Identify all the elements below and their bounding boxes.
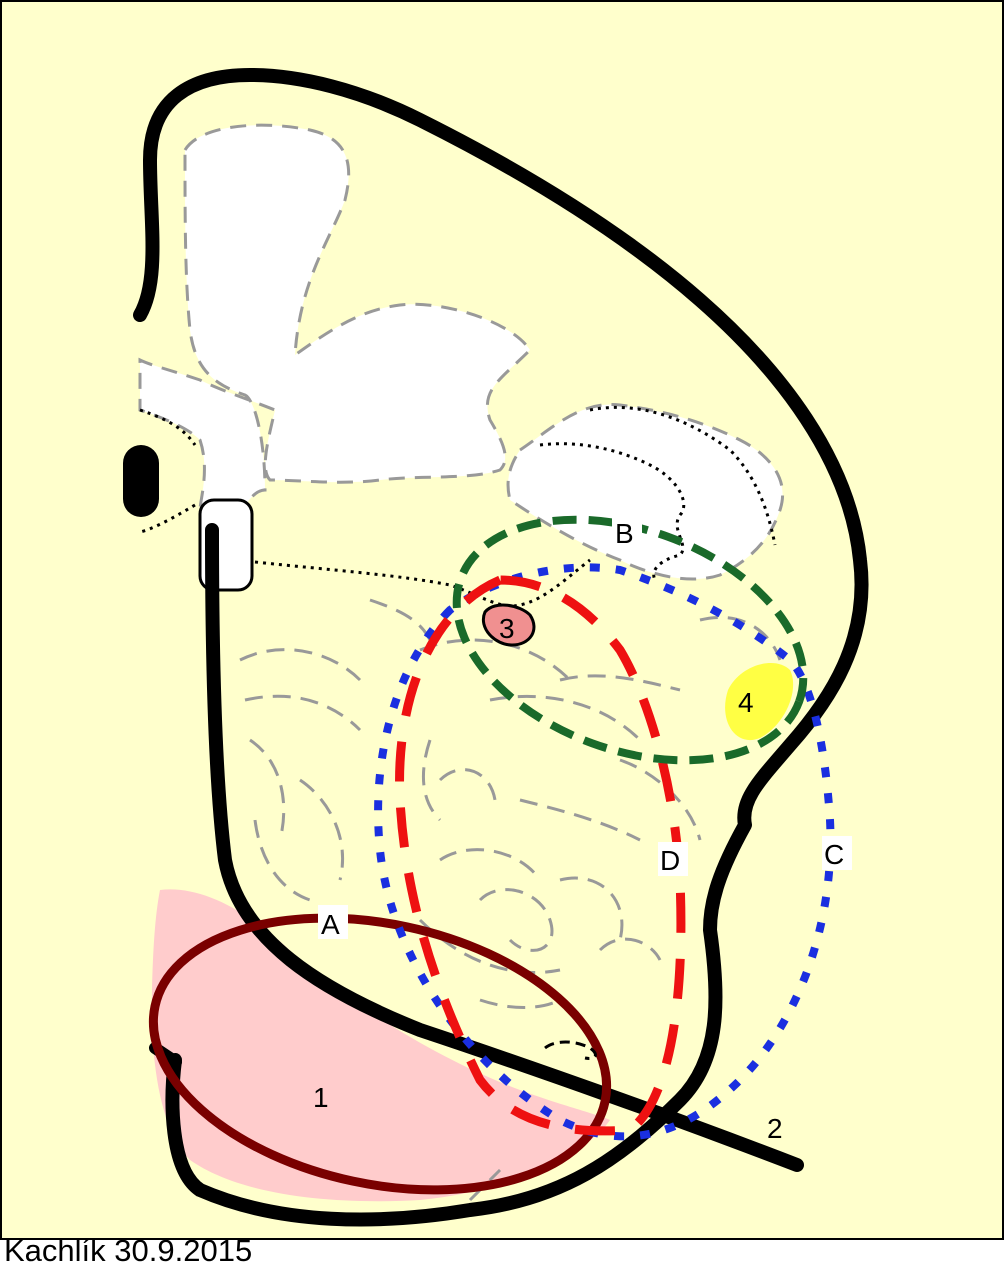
bone-right — [508, 404, 783, 579]
bone-upper — [140, 125, 530, 510]
label-D: D — [660, 845, 680, 876]
label-C: C — [824, 839, 844, 870]
label-2: 2 — [767, 1113, 783, 1144]
small-dashed-mark — [545, 1042, 595, 1058]
anatomical-diagram: A B C D 1 2 3 4 — [0, 0, 1004, 1240]
label-3: 3 — [499, 613, 515, 644]
label-A: A — [321, 909, 340, 940]
ear-mark — [123, 445, 159, 517]
label-1: 1 — [313, 1082, 329, 1113]
region-D-outline — [400, 580, 681, 1131]
structure-4 — [725, 663, 793, 740]
author-date-caption: Kachlík 30.9.2015 — [4, 1232, 252, 1270]
label-4: 4 — [738, 687, 754, 718]
region-C-outline — [378, 567, 830, 1136]
label-B: B — [615, 518, 634, 549]
